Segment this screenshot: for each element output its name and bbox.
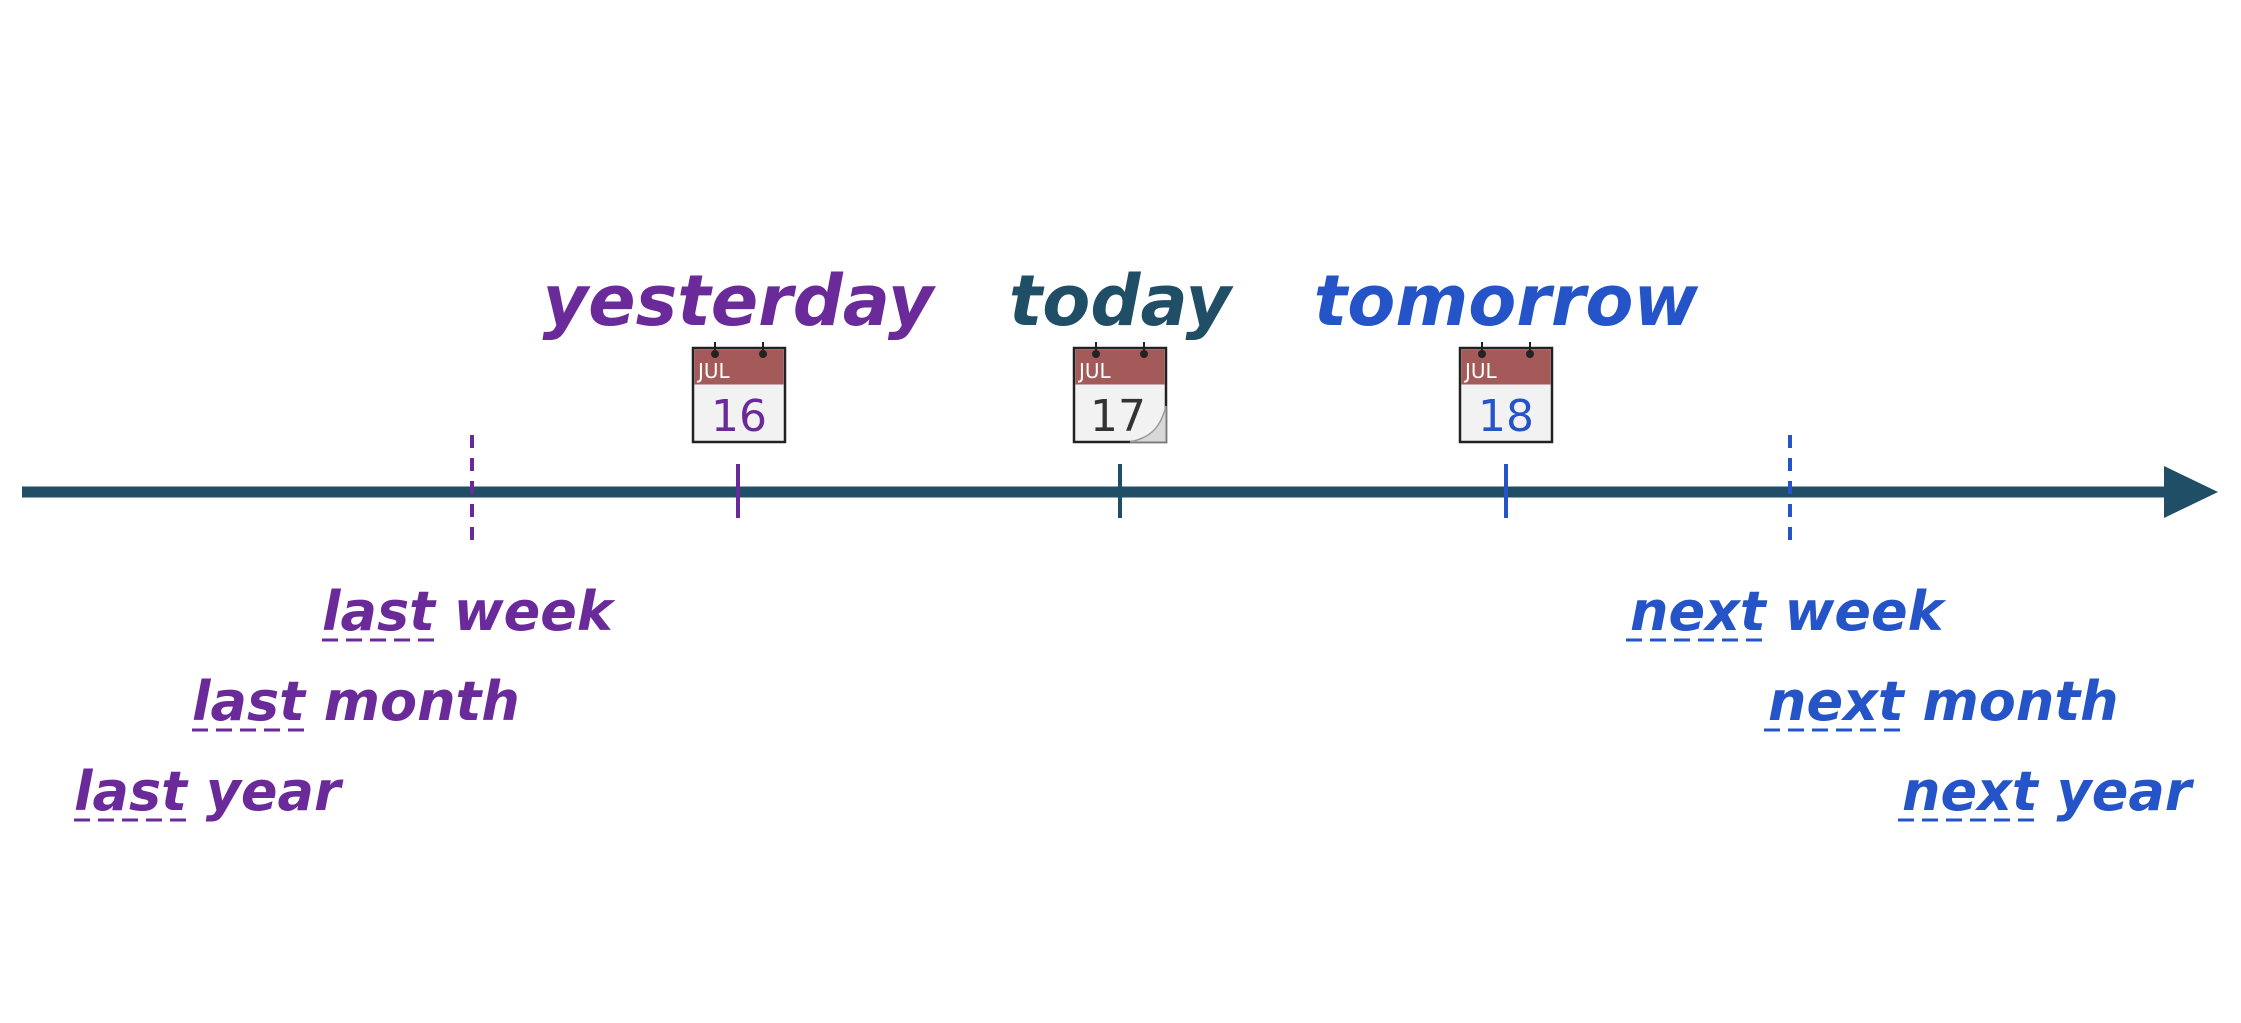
label-today: today <box>1009 260 1235 342</box>
calendar-day-17: 17 <box>1090 391 1146 442</box>
svg-text:last year: last year <box>74 760 344 823</box>
svg-text:next month: next month <box>1768 670 2119 733</box>
calendar-icon-tomorrow: JUL 18 <box>1458 342 1554 444</box>
last-year-label: last year <box>74 760 344 823</box>
prefix-next: next <box>1630 580 1768 643</box>
unit-year: year <box>2057 760 2195 823</box>
unit-year: year <box>206 760 344 823</box>
prefix-last: last <box>192 670 307 733</box>
label-tomorrow: tomorrow <box>1314 260 1699 342</box>
prefix-next: next <box>1902 760 2040 823</box>
timeline-arrowhead <box>2164 466 2218 518</box>
svg-text:next year: next year <box>1902 760 2195 823</box>
calendar-month: JUL <box>696 359 731 383</box>
prefix-next: next <box>1768 670 1906 733</box>
last-week-label: last week <box>322 580 616 643</box>
next-month-label: next month <box>1764 670 2119 733</box>
calendar-icon-today: JUL 17 <box>1072 342 1168 444</box>
unit-month: month <box>324 670 520 733</box>
unit-week: week <box>454 580 616 643</box>
calendar-month: JUL <box>1077 359 1112 383</box>
calendar-day-16: 16 <box>711 391 767 442</box>
calendar-icon-yesterday: JUL 16 <box>691 342 787 444</box>
prefix-last: last <box>322 580 437 643</box>
prefix-last: last <box>74 760 189 823</box>
calendar-month: JUL <box>1463 359 1498 383</box>
svg-text:last week: last week <box>322 580 616 643</box>
next-year-label: next year <box>1898 760 2195 823</box>
unit-week: week <box>1785 580 1947 643</box>
svg-text:next week: next week <box>1630 580 1947 643</box>
page-curl-icon <box>1129 405 1167 443</box>
label-yesterday: yesterday <box>542 260 936 342</box>
last-month-label: last month <box>192 670 520 733</box>
calendar-day-18: 18 <box>1478 391 1534 442</box>
unit-month: month <box>1923 670 2119 733</box>
next-week-label: next week <box>1626 580 1947 643</box>
svg-text:last month: last month <box>192 670 520 733</box>
